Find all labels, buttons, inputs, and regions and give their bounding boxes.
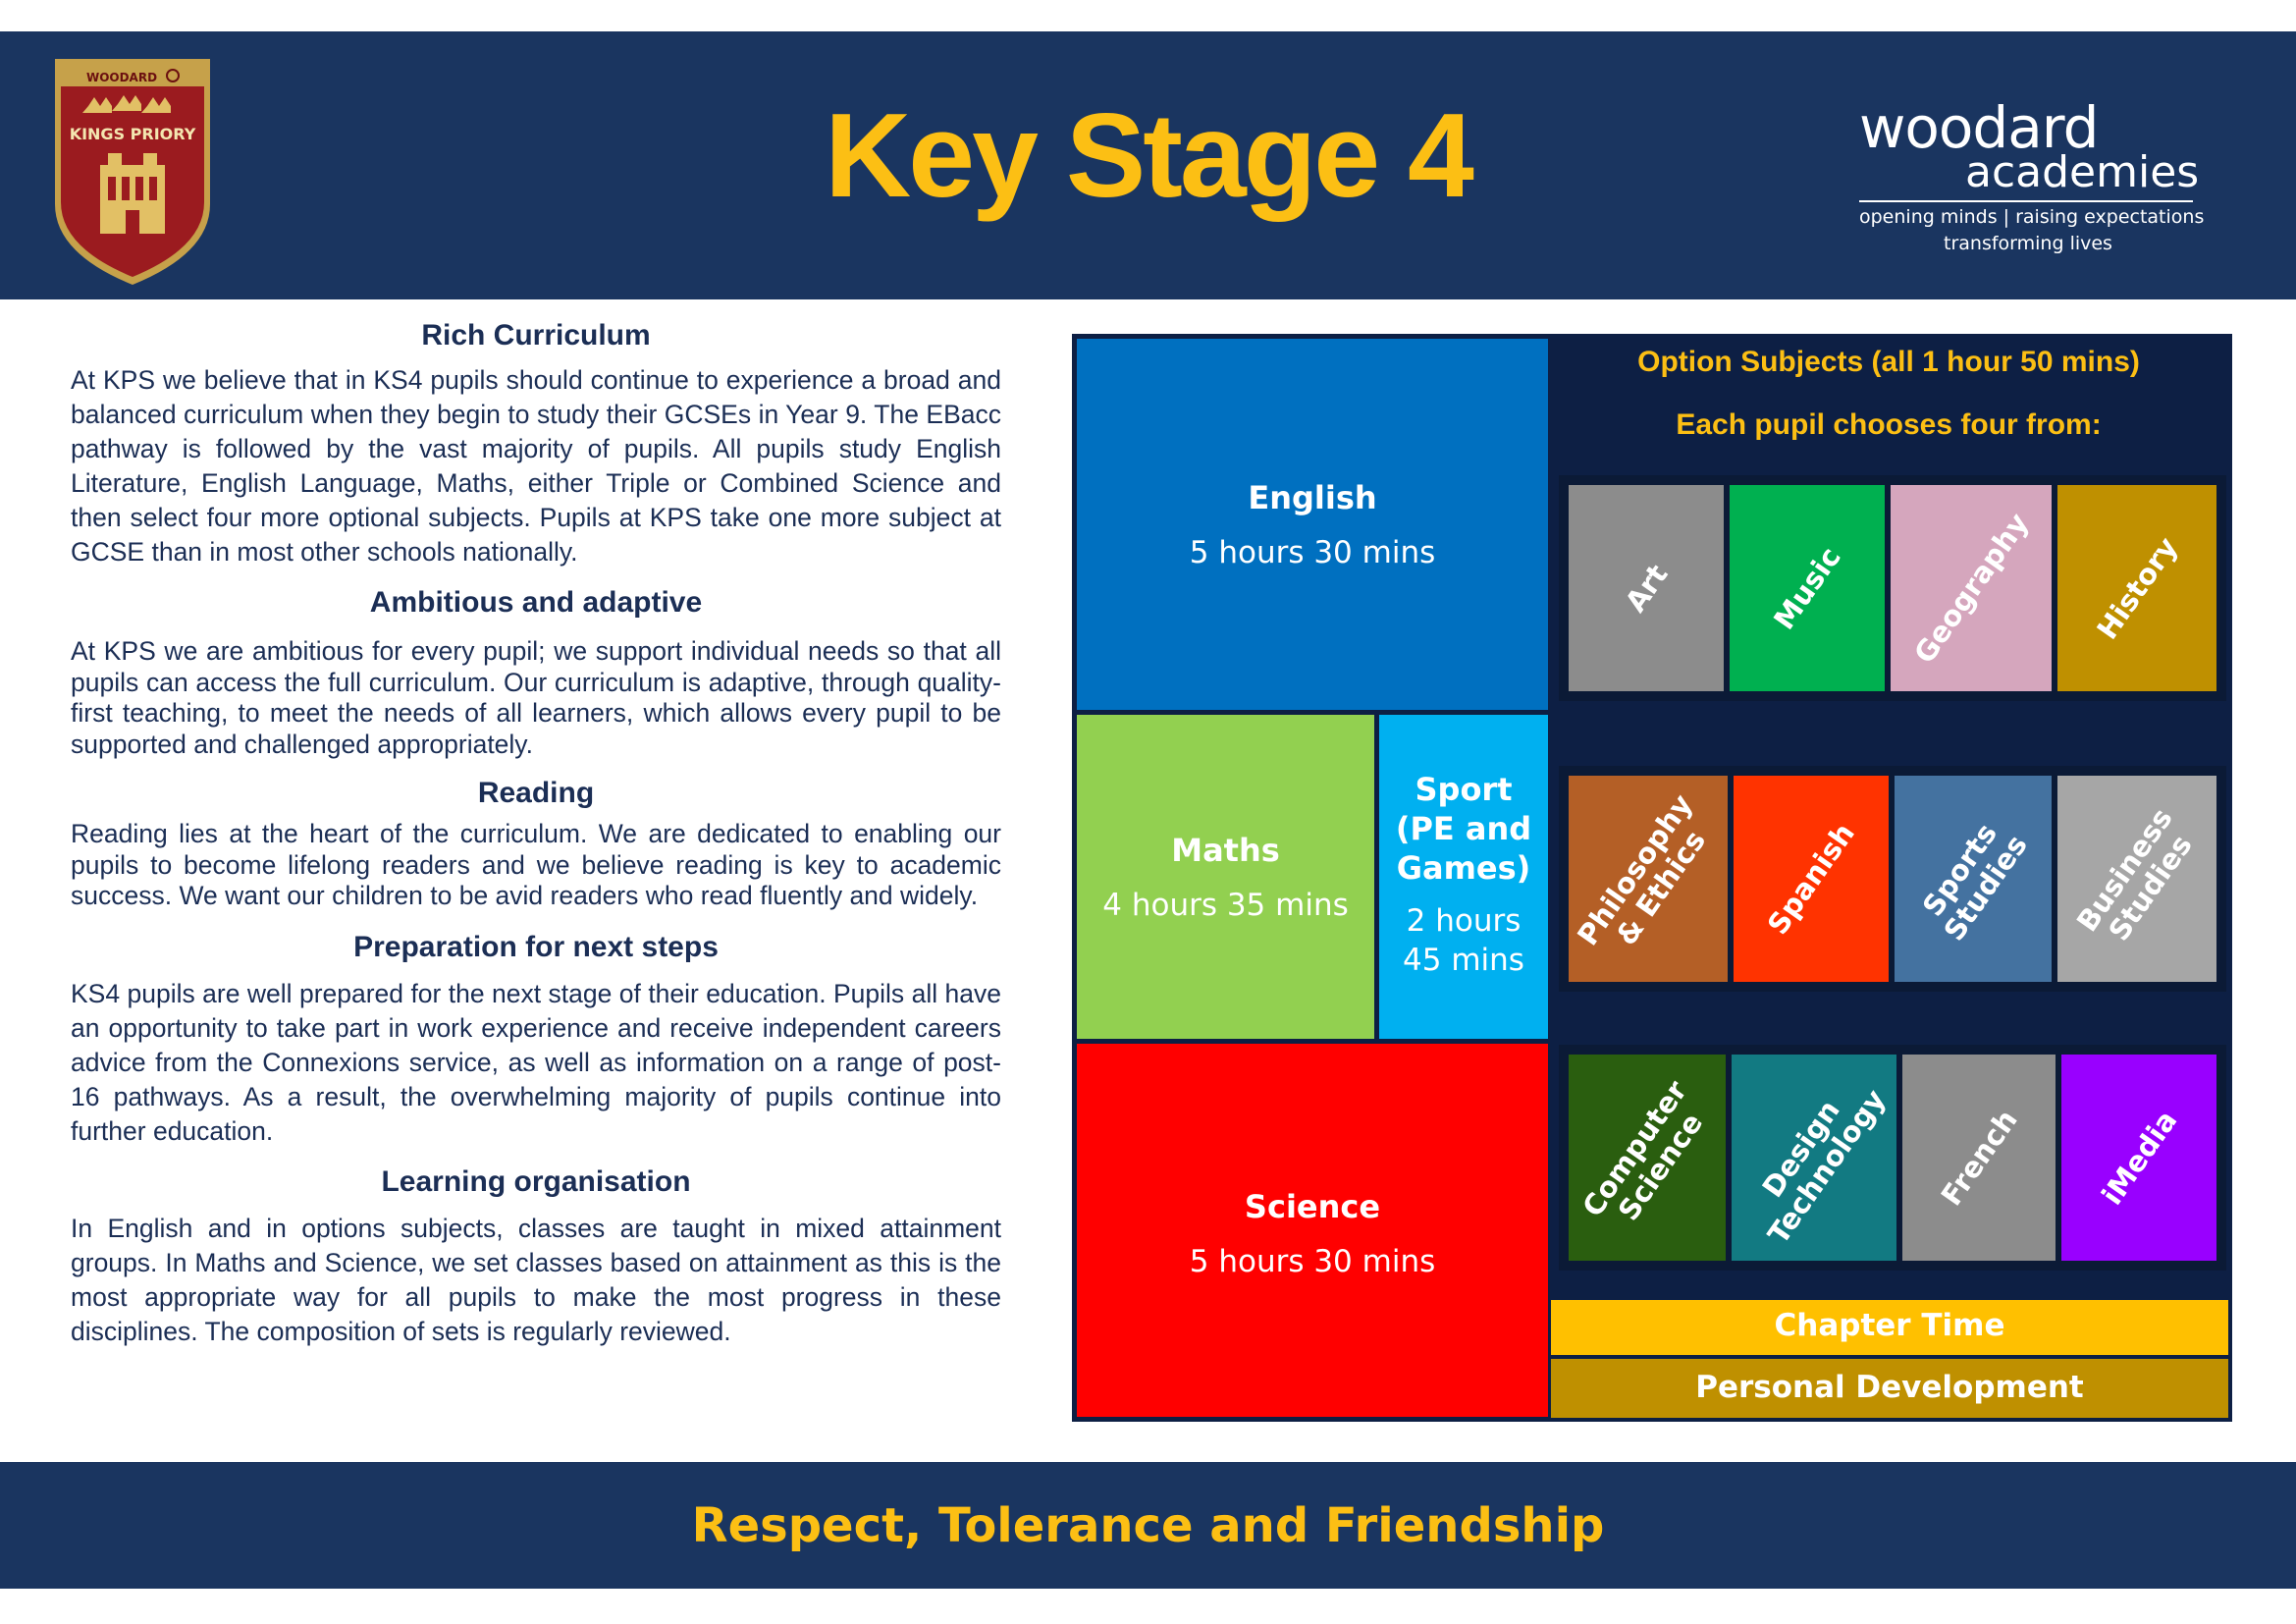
option-french: French (1900, 1053, 2057, 1263)
sport-block: Sport (PE and Games) 2 hours 45 mins (1379, 715, 1548, 1039)
science-hours: 5 hours 30 mins (1189, 1244, 1436, 1279)
option-music-label: Music (1767, 540, 1847, 636)
section-body-rich-curriculum: At KPS we believe that in KS4 pupils sho… (71, 365, 1001, 567)
option-imedia: iMedia (2059, 1053, 2218, 1263)
english-name: English (1248, 479, 1377, 516)
option-history: History (2056, 483, 2218, 693)
personal-development-label: Personal Development (1695, 1370, 2084, 1405)
option-geography-label: Geography (1906, 507, 2036, 670)
sport-name-1: Sport (1415, 771, 1513, 808)
personal-development-bar: Personal Development (1551, 1359, 2228, 1418)
maths-name: Maths (1171, 832, 1280, 869)
option-music: Music (1728, 483, 1887, 693)
section-heading-learning: Learning organisation (381, 1164, 691, 1198)
section-body-learning: In English and in options subjects, clas… (71, 1213, 1001, 1346)
logo-tagline-1: opening minds | raising expectations (1859, 206, 2205, 228)
section-body-ambitious: At KPS we are ambitious for every pupil;… (71, 636, 1001, 759)
section-body-reading: Reading lies at the heart of the curricu… (71, 819, 1001, 910)
options-subheader: Each pupil chooses four from: (1676, 408, 2102, 441)
logo-word: woodard (1859, 94, 2099, 161)
options-header: Option Subjects (all 1 hour 50 mins) (1637, 346, 2140, 378)
school-crest-logo: WOODARD KINGS PRIORY (55, 59, 210, 285)
footer-banner (0, 1462, 2296, 1589)
sport-name-3: Games) (1396, 849, 1531, 887)
section-body-next-steps: KS4 pupils are well prepared for the nex… (71, 978, 1001, 1146)
timetable-diagram: English 5 hours 30 mins Maths 4 hours 35… (1072, 334, 2232, 1422)
logo-sub: academies (1965, 147, 2200, 197)
woodard-academies-logo: woodard academies opening minds | raisin… (1855, 98, 2209, 265)
option-history-label: History (2090, 530, 2184, 646)
english-hours: 5 hours 30 mins (1189, 535, 1436, 570)
option-french-label: French (1934, 1104, 2024, 1212)
school-motto: Respect, Tolerance and Friendship (691, 1498, 1605, 1553)
english-block: English 5 hours 30 mins (1077, 339, 1548, 710)
maths-hours: 4 hours 35 mins (1102, 888, 1349, 923)
page-title: Key Stage 4 (825, 88, 1474, 222)
option-spanish: Spanish (1732, 774, 1891, 984)
option-art: Art (1567, 483, 1726, 693)
header-banner (0, 31, 2296, 299)
maths-block: Maths 4 hours 35 mins (1077, 715, 1374, 1039)
option-imedia-label: iMedia (2094, 1104, 2184, 1212)
section-heading-reading: Reading (477, 777, 595, 809)
sport-hours-2: 45 mins (1403, 943, 1524, 978)
sport-hours-1: 2 hours (1406, 903, 1522, 939)
option-philosophy-ethics: Philosophy& Ethics (1567, 774, 1730, 984)
chapter-time-bar: Chapter Time (1551, 1300, 2228, 1355)
logo-tagline-2: transforming lives (1944, 233, 2112, 254)
svg-text:WOODARD: WOODARD (86, 71, 157, 84)
curriculum-text-column: Rich Curriculum At KPS we believe that i… (71, 316, 1001, 1349)
option-spanish-label: Spanish (1760, 817, 1862, 941)
option-geography: Geography (1889, 483, 2054, 693)
option-art-label: Art (1618, 558, 1675, 619)
svg-text:KINGS PRIORY: KINGS PRIORY (70, 125, 196, 143)
sport-name-2: (PE and (1395, 810, 1532, 847)
logo-divider (1859, 200, 2193, 202)
section-heading-next-steps: Preparation for next steps (353, 930, 719, 963)
science-block: Science 5 hours 30 mins (1077, 1044, 1548, 1417)
science-name: Science (1244, 1188, 1381, 1225)
option-philosophy-label: Philosophy& Ethics (1572, 788, 1724, 969)
section-heading-rich-curriculum: Rich Curriculum (421, 319, 651, 352)
chapter-time-label: Chapter Time (1774, 1308, 2005, 1343)
options-row-1: Art Music Geography History (1559, 475, 2226, 701)
section-heading-ambitious: Ambitious and adaptive (369, 586, 703, 619)
